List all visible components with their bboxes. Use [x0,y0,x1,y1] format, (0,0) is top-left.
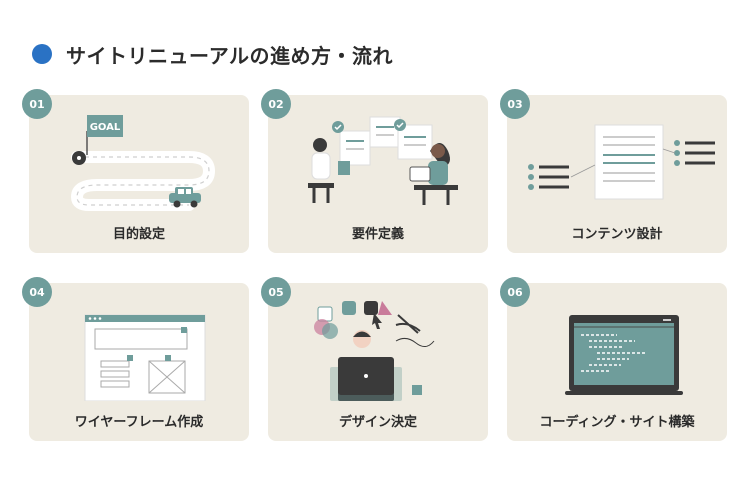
page-title: サイトリニューアルの進め方・流れ [66,40,393,69]
goal-road-illustration: GOAL [39,105,239,213]
list-icon-left [528,164,569,190]
cursor-icon [372,313,382,329]
content-structure-illustration [517,105,717,213]
coding-monitor-illustration [517,293,717,401]
step-label: コンテンツ設計 [507,223,727,242]
list-icon-right [674,140,715,166]
wireframe-illustration [39,293,239,401]
step-card-02: 02 [268,95,488,253]
step-card-03: 03 コンテンツ設計 [507,95,727,253]
designer-illustration [278,293,478,401]
section-header: サイトリニューアルの進め方・流れ [32,40,393,68]
goal-flag-text: GOAL [90,122,121,133]
step-label: コーディング・サイト構築 [507,411,727,430]
bullet-dot-icon [32,44,52,64]
step-label: 要件定義 [268,223,488,242]
steps-grid: 01 GOAL 目的設定 02 [29,95,726,441]
step-label: 目的設定 [29,223,249,242]
step-label: ワイヤーフレーム作成 [29,411,249,430]
meeting-illustration [278,105,478,213]
step-label: デザイン決定 [268,411,488,430]
step-card-06: 06 コーディング・サイト構築 [507,283,727,441]
step-card-05: 05 デザイン決定 [268,283,488,441]
step-card-04: 04 ワイヤーフレーム作成 [29,283,249,441]
step-card-01: 01 GOAL 目的設定 [29,95,249,253]
